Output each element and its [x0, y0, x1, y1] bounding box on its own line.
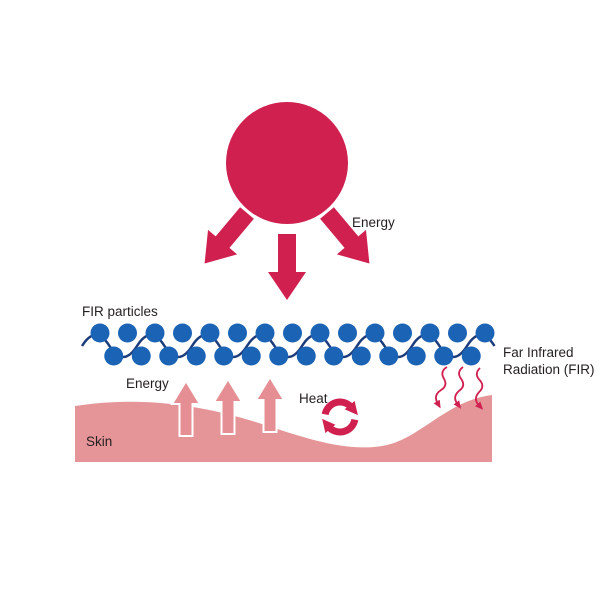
fir-particle: [255, 323, 275, 343]
fir-particle: [214, 346, 234, 366]
energy-bottom-label: Energy: [126, 376, 169, 391]
energy-up-arrows: [171, 376, 285, 437]
fir-particle: [406, 346, 426, 366]
fir-particles-label: FIR particles: [82, 304, 158, 319]
fir-particle: [393, 323, 412, 343]
fir-particle: [228, 323, 247, 343]
fir-squiggle: [453, 366, 465, 409]
fir-particles-bottom-row: [104, 346, 481, 366]
fir-particle: [296, 346, 316, 366]
fir-particle: [269, 346, 289, 366]
heat-cycle-icon: [321, 398, 359, 436]
fir-particle: [159, 346, 179, 366]
fir-particle: [324, 346, 344, 366]
fir-squiggle: [475, 367, 484, 410]
fir-particle: [379, 346, 399, 366]
fir-particle: [448, 323, 467, 343]
skin-label: Skin: [86, 434, 112, 449]
fir-particle: [104, 346, 124, 366]
fir-particle: [186, 346, 206, 366]
energy-top-label: Energy: [352, 215, 395, 230]
fir-particle: [173, 323, 192, 343]
fir-particles-top-row: [90, 323, 495, 343]
fir-particle: [118, 323, 137, 343]
fir-particle: [338, 323, 357, 343]
far-infrared-label-line1: Far Infrared: [503, 345, 574, 360]
far-infrared-label-line2: Radiation (FIR): [503, 362, 595, 377]
fir-squiggle: [433, 366, 448, 409]
heat-label: Heat: [299, 391, 328, 406]
fir-particle: [145, 323, 165, 343]
fir-radiation-arrows: [433, 366, 484, 410]
fir-particle: [310, 323, 330, 343]
fir-particle: [90, 323, 110, 343]
energy-down-arrow-center: [268, 234, 306, 300]
fir-particle: [365, 323, 385, 343]
energy-source-circle: [226, 102, 348, 224]
skin-shape: [75, 395, 492, 462]
fir-particle: [241, 346, 261, 366]
heat-arc-top: [321, 398, 358, 416]
fir-particle: [131, 346, 151, 366]
fir-particle: [200, 323, 220, 343]
fir-particle: [420, 323, 440, 343]
fir-particle: [434, 346, 454, 366]
fir-particle: [351, 346, 371, 366]
heat-arc-bottom: [322, 418, 359, 436]
fir-particle: [461, 346, 481, 366]
fir-particle: [475, 323, 495, 343]
fir-particle: [283, 323, 302, 343]
